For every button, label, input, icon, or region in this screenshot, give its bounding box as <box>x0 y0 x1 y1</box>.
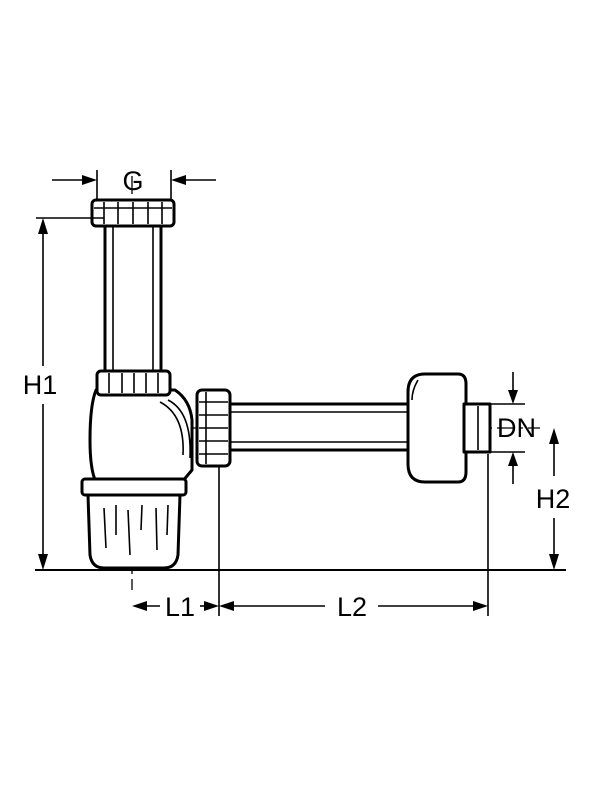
top-nut <box>90 198 176 228</box>
dimension-label-h2: H2 <box>536 484 571 514</box>
inlet-tube <box>103 218 163 377</box>
dimension-label-h1: H1 <box>23 370 58 400</box>
dimension-dn <box>490 372 525 484</box>
dimension-h2 <box>549 428 559 570</box>
dimension-label-dn: DN <box>497 413 536 443</box>
dimension-label-l2: L2 <box>337 592 367 622</box>
dimension-l1-l2 <box>132 454 489 616</box>
dimension-label-g: G <box>122 166 143 196</box>
outlet-nut <box>195 388 232 468</box>
body-nut <box>95 369 172 397</box>
dimension-label-l1: L1 <box>165 592 195 622</box>
outlet-pipe <box>224 402 414 452</box>
wall-connector <box>462 402 492 454</box>
wall-rosette <box>406 372 468 484</box>
dimension-g <box>52 170 216 200</box>
cleaning-cup <box>80 477 188 570</box>
dimension-h1 <box>36 217 104 570</box>
trap-body <box>88 388 194 484</box>
